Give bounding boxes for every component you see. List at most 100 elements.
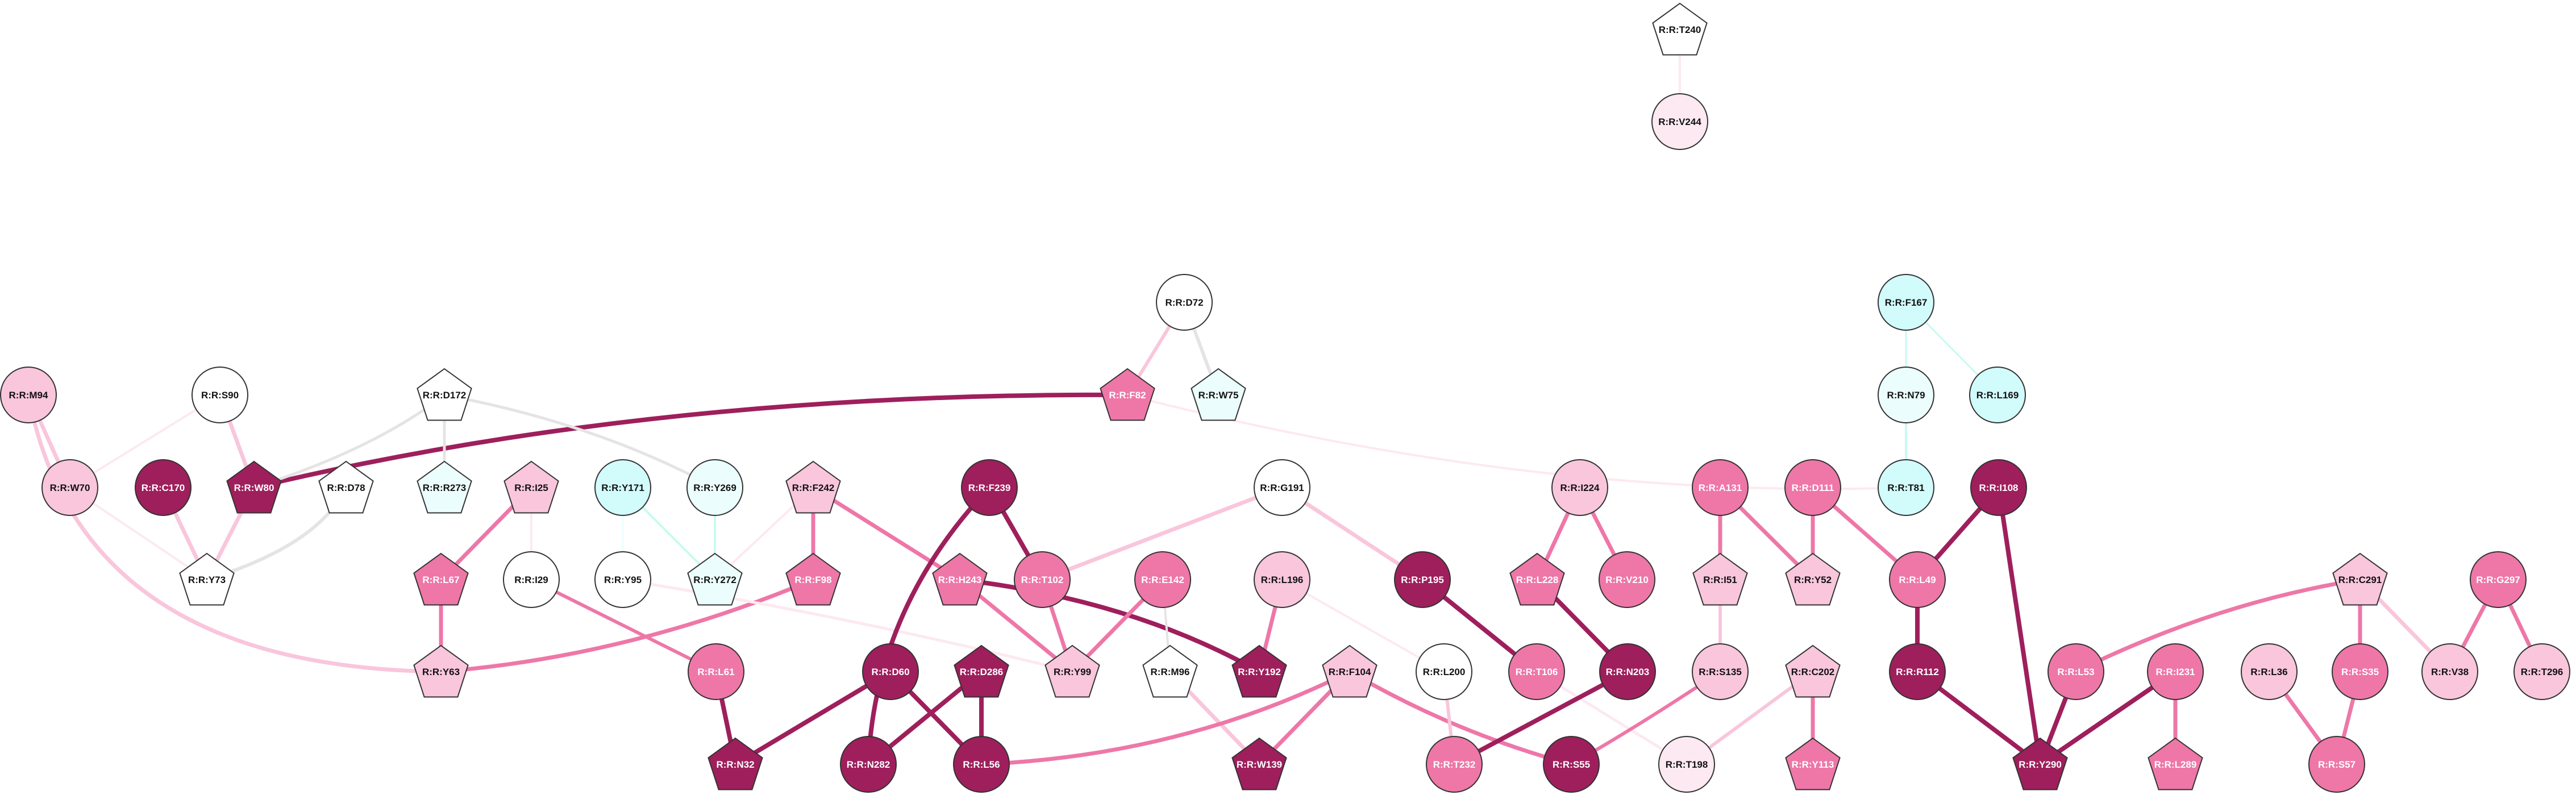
node-y272[interactable]: R:R:Y272 [687, 552, 743, 606]
node-y290[interactable]: R:R:Y290 [2012, 737, 2068, 790]
node-d60[interactable]: R:R:D60 [862, 643, 919, 700]
node-y73[interactable]: R:R:Y73 [179, 552, 235, 606]
node-s57[interactable]: R:R:S57 [2308, 736, 2365, 793]
node-e142[interactable]: R:R:E142 [1134, 551, 1191, 608]
node-v244[interactable]: R:R:V244 [1651, 93, 1708, 150]
node-f239[interactable]: R:R:F239 [961, 459, 1018, 516]
node-v210[interactable]: R:R:V210 [1599, 551, 1655, 608]
node-c170[interactable]: R:R:C170 [135, 459, 192, 516]
node-label: R:R:N79 [1887, 390, 1925, 401]
node-label: R:R:G191 [1260, 482, 1304, 493]
node-w70[interactable]: R:R:W70 [41, 459, 98, 516]
node-label: R:R:D72 [1165, 297, 1203, 308]
node-f98[interactable]: R:R:F98 [785, 552, 841, 606]
node-t296[interactable]: R:R:T296 [2513, 643, 2570, 700]
node-y99[interactable]: R:R:Y99 [1044, 644, 1100, 698]
node-shape-circle [1599, 643, 1656, 700]
node-y171[interactable]: R:R:Y171 [594, 459, 651, 516]
node-f242[interactable]: R:R:F242 [785, 460, 841, 514]
node-l228[interactable]: R:R:L228 [1509, 552, 1565, 606]
node-s35[interactable]: R:R:S35 [2332, 643, 2388, 700]
node-f104[interactable]: R:R:F104 [1322, 644, 1378, 698]
node-t106[interactable]: R:R:T106 [1508, 643, 1565, 700]
node-r273[interactable]: R:R:R273 [417, 460, 472, 514]
node-label: R:R:L169 [1976, 390, 2019, 401]
node-l56[interactable]: R:R:L56 [953, 736, 1010, 793]
node-h243[interactable]: R:R:H243 [932, 552, 988, 606]
node-w80[interactable]: R:R:W80 [226, 460, 282, 514]
node-label: R:R:Y95 [604, 575, 642, 585]
node-d286[interactable]: R:R:D286 [954, 644, 1009, 698]
node-l61[interactable]: R:R:L61 [688, 643, 744, 700]
node-shape-circle [953, 736, 1010, 793]
node-s55[interactable]: R:R:S55 [1543, 736, 1600, 793]
node-l200[interactable]: R:R:L200 [1416, 643, 1472, 700]
node-t102[interactable]: R:R:T102 [1014, 551, 1071, 608]
node-r112[interactable]: R:R:R112 [1889, 643, 1946, 700]
node-f167[interactable]: R:R:F167 [1878, 274, 1934, 331]
node-d111[interactable]: R:R:D111 [1784, 459, 1841, 516]
node-i224[interactable]: R:R:I224 [1551, 459, 1608, 516]
node-label: R:R:T81 [1887, 482, 1924, 493]
node-n32[interactable]: R:R:N32 [708, 737, 763, 790]
node-d72[interactable]: R:R:D72 [1156, 274, 1213, 331]
node-t232[interactable]: R:R:T232 [1426, 736, 1483, 793]
node-i51[interactable]: R:R:I51 [1692, 552, 1748, 606]
node-l67[interactable]: R:R:L67 [413, 552, 469, 606]
node-l289[interactable]: R:R:L289 [2148, 737, 2203, 790]
node-d78[interactable]: R:R:D78 [318, 460, 374, 514]
node-y113[interactable]: R:R:Y113 [1785, 737, 1841, 790]
node-i108[interactable]: R:R:I108 [1970, 459, 2027, 516]
node-l196[interactable]: R:R:L196 [1254, 551, 1310, 608]
node-n79[interactable]: R:R:N79 [1878, 367, 1934, 423]
edge-g191-t102 [1040, 485, 1284, 582]
edge-f98-y63 [439, 577, 815, 674]
edge-f239-n282 [866, 485, 992, 767]
node-d172[interactable]: R:R:D172 [417, 368, 472, 421]
node-shape-circle [1889, 551, 1946, 608]
node-f82[interactable]: R:R:F82 [1100, 368, 1155, 421]
node-i29[interactable]: R:R:I29 [503, 551, 560, 608]
node-y192[interactable]: R:R:Y192 [1231, 644, 1287, 698]
node-n282[interactable]: R:R:N282 [840, 736, 897, 793]
node-label: R:R:Y272 [693, 575, 736, 585]
node-g191[interactable]: R:R:G191 [1254, 459, 1310, 516]
edge-d172-y269 [443, 393, 717, 489]
node-i25[interactable]: R:R:I25 [503, 460, 559, 514]
node-c291[interactable]: R:R:C291 [2332, 552, 2388, 606]
node-l36[interactable]: R:R:L36 [2241, 643, 2298, 700]
node-l53[interactable]: R:R:L53 [2048, 643, 2104, 700]
node-l169[interactable]: R:R:L169 [1969, 367, 2026, 423]
node-shape-pentagon [1652, 2, 1708, 56]
edge-i108-y290 [1996, 485, 2042, 767]
node-shape-circle [2241, 643, 2298, 700]
node-label: R:R:V38 [2431, 667, 2469, 677]
node-s135[interactable]: R:R:S135 [1692, 643, 1749, 700]
node-label: R:R:N203 [1606, 667, 1650, 677]
node-c202[interactable]: R:R:C202 [1785, 644, 1841, 698]
node-label: R:R:V210 [1605, 575, 1649, 585]
node-l49[interactable]: R:R:L49 [1889, 551, 1946, 608]
node-w75[interactable]: R:R:W75 [1191, 368, 1246, 421]
node-y269[interactable]: R:R:Y269 [686, 459, 743, 516]
node-n203[interactable]: R:R:N203 [1599, 643, 1656, 700]
node-a131[interactable]: R:R:A131 [1692, 459, 1749, 516]
node-m96[interactable]: R:R:M96 [1142, 644, 1198, 698]
node-label: R:R:E142 [1141, 575, 1184, 585]
node-label: R:R:N32 [716, 759, 754, 770]
node-shape-circle [2332, 643, 2388, 700]
node-y63[interactable]: R:R:Y63 [413, 644, 469, 698]
node-m94[interactable]: R:R:M94 [0, 367, 57, 423]
node-g297[interactable]: R:R:G297 [2470, 551, 2527, 608]
node-w139[interactable]: R:R:W139 [1231, 737, 1287, 790]
node-s90[interactable]: R:R:S90 [192, 367, 248, 423]
node-t81[interactable]: R:R:T81 [1878, 459, 1934, 516]
node-v38[interactable]: R:R:V38 [2421, 643, 2478, 700]
node-y95[interactable]: R:R:Y95 [594, 551, 651, 608]
node-y52[interactable]: R:R:Y52 [1785, 552, 1841, 606]
node-p195[interactable]: R:R:P195 [1394, 551, 1451, 608]
node-t198[interactable]: R:R:T198 [1658, 736, 1715, 793]
node-i231[interactable]: R:R:I231 [2147, 643, 2204, 700]
node-t240[interactable]: R:R:T240 [1652, 2, 1708, 56]
node-label: R:R:Y171 [601, 482, 644, 493]
